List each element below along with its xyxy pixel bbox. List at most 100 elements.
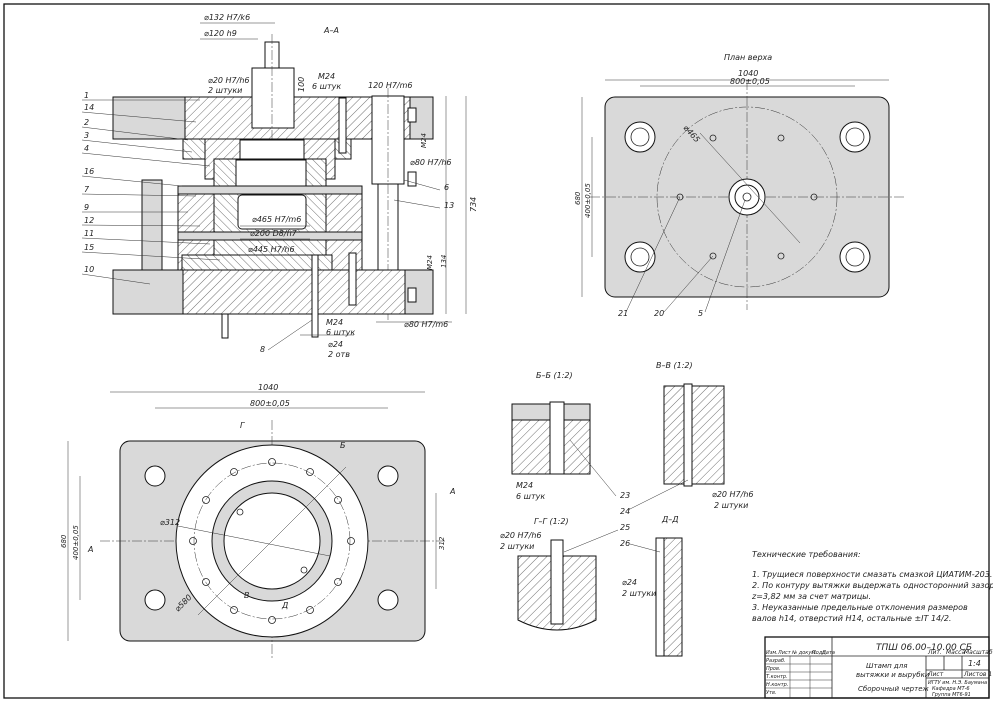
callout-14: 14 bbox=[84, 103, 94, 112]
callout-25: 25 bbox=[620, 523, 630, 532]
plan-view: 1040 800±0,05 680 400±0,05 ⌀312 312 ⌀580… bbox=[60, 383, 455, 660]
title-org3: Группа МТ6-91 bbox=[932, 692, 971, 698]
section-gg-dim: ⌀20 H7/h6 bbox=[500, 531, 542, 540]
title-col-scale: Масштаб bbox=[964, 649, 993, 656]
title-row-doc: № докум. bbox=[791, 650, 817, 656]
dim-m24-side2: M24 bbox=[426, 255, 434, 270]
dim-132: ⌀132 H7/k6 bbox=[204, 13, 250, 22]
top-dim-680: 680 bbox=[574, 191, 582, 205]
cut-a-left: A bbox=[87, 545, 93, 554]
callout-3: 3 bbox=[84, 131, 89, 140]
plan-dim-1040: 1040 bbox=[258, 383, 278, 392]
title-name-line2: вытяжки и вырубки bbox=[856, 671, 930, 679]
ring-holes bbox=[189, 458, 355, 624]
section-gg: Г–Г (1:2) ⌀20 H7/h6 2 штуки 25 bbox=[500, 517, 630, 631]
cut-v: В bbox=[244, 591, 250, 600]
top-callout-5: 5 bbox=[698, 309, 703, 318]
dim-465: ⌀465 H7/m6 bbox=[252, 215, 301, 224]
title-col-mass: Масса bbox=[946, 649, 965, 656]
title-scale: 1:4 bbox=[968, 659, 981, 668]
screw-holes bbox=[676, 134, 818, 260]
callout-15: 15 bbox=[84, 243, 94, 252]
section-dd: Д–Д ⌀24 2 штуки 26 bbox=[620, 515, 683, 657]
dim-134: 134 bbox=[440, 255, 448, 268]
top-view: План верха ⌀465 1040 800±0,05 680 bbox=[574, 53, 905, 318]
callout-7: 7 bbox=[84, 185, 90, 194]
top-callout-20: 20 bbox=[654, 309, 664, 318]
dim-80-right: ⌀80 H7/h6 bbox=[410, 158, 452, 167]
requirement-line-2: 2. По контуру вытяжки выдержать одностор… bbox=[752, 581, 993, 590]
section-dd-qty: 2 штуки bbox=[622, 589, 656, 598]
cut-g: Г bbox=[240, 421, 245, 430]
cut-b: Б bbox=[340, 441, 346, 450]
plan-dim-312-height: 312 bbox=[438, 536, 446, 550]
top-callout-21: 21 bbox=[618, 309, 628, 318]
corner-holes bbox=[144, 465, 399, 611]
section-vv-qty: 2 штуки bbox=[714, 501, 748, 510]
dim-20-top: ⌀20 H7/h6 bbox=[208, 76, 250, 85]
dim-120-right: 120 H7/m6 bbox=[368, 81, 413, 90]
section-vv-dim: ⌀20 H7/h6 bbox=[712, 490, 754, 499]
callout-6: 6 bbox=[444, 183, 449, 192]
callout-13: 13 bbox=[444, 201, 454, 210]
section-bb: Б–Б (1:2) M24 6 штук 23 bbox=[511, 371, 630, 501]
title-row-date: Дата bbox=[821, 650, 835, 656]
title-role-nkontr: Н.контр. bbox=[766, 682, 788, 688]
title-doc-type: Сборочный чертеж bbox=[858, 685, 929, 693]
plan-dim-400: 400±0,05 bbox=[72, 525, 80, 560]
title-row-sign: Подп. bbox=[812, 650, 827, 656]
dim-80-bottom: ⌀80 H7/m6 bbox=[404, 320, 448, 329]
plan-dim-680: 680 bbox=[60, 534, 68, 548]
requirement-line-3: z=3,82 мм за счет матрицы. bbox=[751, 592, 871, 601]
requirement-line-1: 1. Трущиеся поверхности смазать смазкой … bbox=[752, 570, 992, 579]
title-col-lit: Лит. bbox=[927, 649, 942, 656]
section-dd-title: Д–Д bbox=[661, 515, 679, 524]
dim-20-top-qty: 2 штуки bbox=[208, 86, 242, 95]
callout-11: 11 bbox=[84, 229, 94, 238]
requirement-line-5: валов h14, отверстий H14, остальные ±IT … bbox=[752, 614, 951, 623]
callout-1: 1 bbox=[84, 91, 89, 100]
shank bbox=[251, 67, 295, 129]
callout-8: 8 bbox=[260, 345, 265, 354]
section-vv: В–В (1:2) ⌀20 H7/h6 2 штуки 24 bbox=[620, 361, 754, 516]
title-name-line1: Штамп для bbox=[866, 662, 907, 670]
section-gg-title: Г–Г (1:2) bbox=[534, 517, 569, 526]
callout-12: 12 bbox=[84, 216, 94, 225]
dim-200: ⌀200 D8/h7 bbox=[250, 229, 298, 238]
dim-120: ⌀120 h9 bbox=[204, 29, 237, 38]
section-bb-qty: 6 штук bbox=[516, 492, 545, 501]
callout-23: 23 bbox=[620, 491, 630, 500]
title-row-izm: Изм. bbox=[766, 650, 778, 656]
title-role-prov: Пров. bbox=[766, 666, 781, 672]
callout-10: 10 bbox=[84, 265, 94, 274]
cut-a-right: A bbox=[449, 487, 455, 496]
top-dim-800: 800±0,05 bbox=[730, 77, 770, 86]
title-doc-number: ТПШ 06.00–10.00 СБ bbox=[876, 643, 972, 653]
title-sheets: Листов 1 bbox=[963, 671, 992, 678]
top-dim-400: 400±0,05 bbox=[584, 183, 592, 218]
sheet-frame bbox=[3, 3, 990, 699]
dim-24-bottom-qty: 2 отв bbox=[328, 350, 350, 359]
section-vv-title: В–В (1:2) bbox=[656, 361, 693, 370]
dim-m24-bottom: M24 bbox=[326, 318, 343, 327]
dim-m24-bottom-qty: 6 штук bbox=[326, 328, 355, 337]
section-dd-dim: ⌀24 bbox=[622, 578, 637, 587]
section-aa: А–А bbox=[81, 13, 478, 359]
callout-24: 24 bbox=[620, 507, 630, 516]
plan-dim-312: ⌀312 bbox=[160, 518, 180, 527]
callout-4: 4 bbox=[84, 144, 89, 153]
title-org1: ИГТУ им. Н.Э. Баумана bbox=[928, 680, 987, 686]
title-role-tkontr: Т.контр. bbox=[766, 674, 788, 680]
callout-9: 9 bbox=[84, 203, 89, 212]
requirements-heading: Технические требования: bbox=[752, 550, 861, 559]
callout-2: 2 bbox=[84, 118, 89, 127]
technical-requirements: Технические требования: 1. Трущиеся пове… bbox=[751, 550, 993, 623]
callouts-left: 1 14 2 3 4 16 7 9 12 11 15 10 bbox=[81, 91, 221, 285]
title-sheet: Лист bbox=[927, 671, 944, 678]
dim-m24-side1: M24 bbox=[420, 133, 428, 148]
dim-445: ⌀445 H7/h6 bbox=[248, 245, 295, 254]
title-role-utv: Утв. bbox=[766, 690, 777, 696]
section-bb-title: Б–Б (1:2) bbox=[536, 371, 573, 380]
title-org2: Кафедра МТ-6 bbox=[932, 686, 970, 692]
